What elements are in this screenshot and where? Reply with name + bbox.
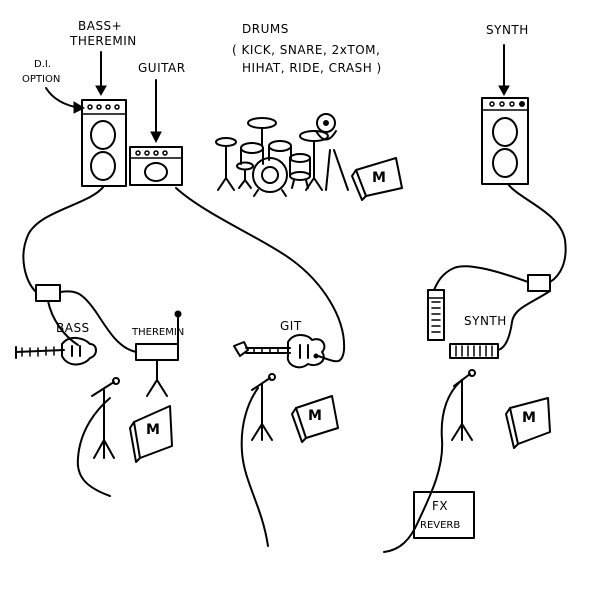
label-drums: DRUMS <box>242 22 289 36</box>
bass-guitar <box>15 337 97 366</box>
electric-guitar <box>233 334 326 369</box>
label-theremin: THEREMIN <box>131 327 184 338</box>
mic-stand-synth <box>451 369 476 441</box>
monitor-wedge-synth: M <box>505 397 551 449</box>
label-guitar: GUITAR <box>138 61 186 75</box>
fx-reverb-unit: FX REVERB <box>413 491 475 539</box>
monitor-bass-mark: M <box>146 422 160 438</box>
monitor-wedge-drums: M <box>351 157 403 201</box>
monitor-synth-mark: M <box>522 410 536 426</box>
monitor-guitar-mark: M <box>308 408 322 424</box>
arrow-guitar <box>150 79 162 144</box>
label-drums-kit-1: ( KICK, SNARE, 2xTOM, <box>232 43 380 57</box>
bass-theremin-amp <box>81 99 127 187</box>
cables <box>22 183 567 553</box>
di-box-right <box>527 274 551 292</box>
label-synth-top: SYNTH <box>486 23 529 37</box>
di-box-left <box>35 284 61 302</box>
monitor-drums-mark: M <box>372 170 386 186</box>
label-synth-keys: SYNTH <box>464 314 507 328</box>
label-bass-theremin-1: BASS+ <box>78 19 122 33</box>
label-di-2: OPTION <box>22 74 60 85</box>
guitar-amp <box>129 146 183 186</box>
label-drums-kit-2: HIHAT, RIDE, CRASH ) <box>242 61 382 75</box>
synth-keyboard-vertical <box>427 289 445 341</box>
label-bass: BASS <box>56 321 90 335</box>
mic-stand-bass <box>91 377 120 459</box>
monitor-wedge-guitar: M <box>291 395 339 443</box>
label-bass-theremin-2: THEREMIN <box>69 34 137 48</box>
label-git: GIT <box>280 319 302 333</box>
synth-amp <box>481 97 529 185</box>
mic-stand-guitar <box>251 373 276 441</box>
arrow-synth <box>498 44 510 97</box>
fx-label: FX <box>432 499 448 513</box>
theremin <box>135 310 182 397</box>
arrow-bass-theremin <box>95 51 107 97</box>
label-di-1: D.I. <box>34 59 51 70</box>
monitor-wedge-bass: M <box>129 405 173 463</box>
fx-reverb-label: REVERB <box>420 520 460 531</box>
drum-kit <box>215 113 349 197</box>
synth-keyboard-horizontal <box>449 343 499 359</box>
arrow-di-option <box>45 87 86 114</box>
